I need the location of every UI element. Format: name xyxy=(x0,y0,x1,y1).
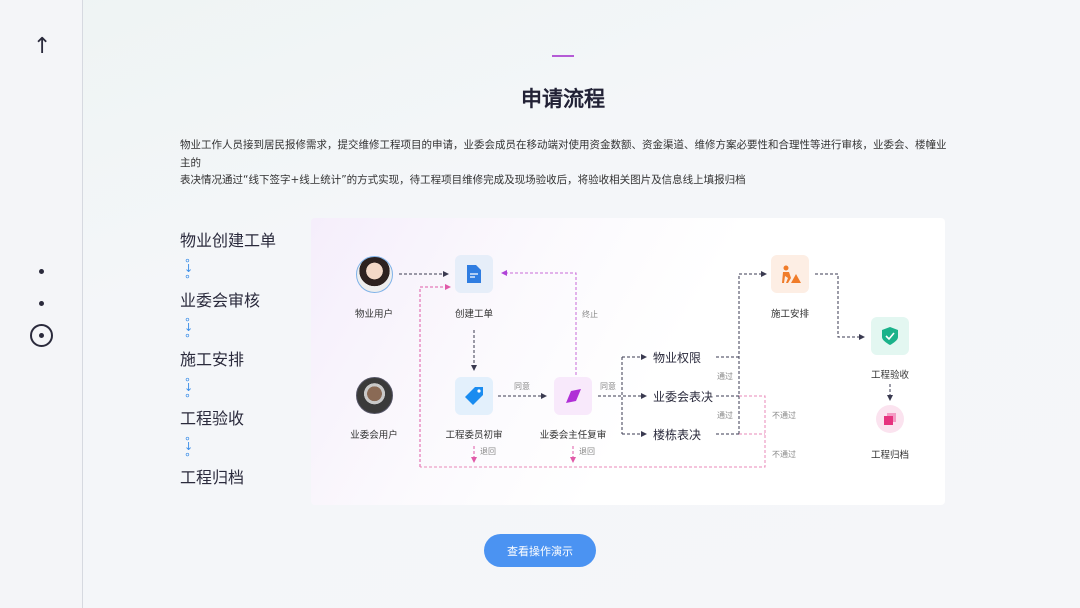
construction-node[interactable] xyxy=(771,255,809,293)
page-title: 申请流程 xyxy=(521,87,605,111)
flow-diagram-card xyxy=(311,218,945,505)
title-accent-bar xyxy=(552,55,574,57)
step-5: 工程归档 xyxy=(180,468,245,487)
construction-label: 施工安排 xyxy=(770,309,809,320)
create-order-label: 创建工单 xyxy=(454,309,493,320)
archive-icon xyxy=(884,413,896,425)
document-icon xyxy=(467,265,481,283)
step-arrow-icon: ∘↓∘ xyxy=(184,373,194,402)
edge-label-terminate: 终止 xyxy=(582,310,598,319)
edge-label-fail: 不通过 xyxy=(772,411,796,420)
step-1: 物业创建工单 xyxy=(180,231,277,250)
page-dot[interactable] xyxy=(39,301,44,306)
branch-committee-vote: 业委会表决 xyxy=(653,390,714,404)
step-arrow-icon: ∘↓∘ xyxy=(184,432,194,461)
property-user-avatar xyxy=(356,256,393,293)
acceptance-node[interactable] xyxy=(871,317,909,355)
edge-label-pass: 通过 xyxy=(717,372,733,381)
committee-user-label: 业委会用户 xyxy=(350,430,398,441)
committee-user-avatar xyxy=(356,377,393,414)
branch-property: 物业权限 xyxy=(653,351,702,365)
first-review-label: 工程委员初审 xyxy=(445,430,503,441)
construction-worker-icon xyxy=(782,265,801,283)
current-page-indicator-icon[interactable] xyxy=(30,324,53,347)
edge-label-return: 退回 xyxy=(579,447,595,456)
step-3: 施工安排 xyxy=(180,350,245,369)
description-line: 物业工作人员接到居民报修需求，提交维修工程项目的申请，业委会成员在移动端对使用资… xyxy=(180,139,947,169)
pen-icon xyxy=(566,389,581,403)
step-4: 工程验收 xyxy=(180,409,245,428)
create-order-node[interactable] xyxy=(455,255,493,293)
view-demo-button[interactable]: 查看操作演示 xyxy=(484,534,596,567)
archive-node[interactable] xyxy=(876,405,904,433)
edge-label-return: 退回 xyxy=(480,447,496,456)
second-review-label: 业委会主任复审 xyxy=(539,430,607,441)
property-user-label: 物业用户 xyxy=(354,309,393,320)
branch-building-vote: 楼栋表决 xyxy=(653,428,702,442)
first-review-node[interactable] xyxy=(455,377,493,415)
edge-label-pass: 通过 xyxy=(717,411,733,420)
step-2: 业委会审核 xyxy=(180,291,261,310)
edge-label-agree: 同意 xyxy=(600,382,616,391)
scroll-up-icon[interactable]: ↑ xyxy=(33,34,52,59)
second-review-node[interactable] xyxy=(554,377,592,415)
archive-label: 工程归档 xyxy=(870,450,909,461)
edge-label-fail: 不通过 xyxy=(772,450,796,459)
description: 物业工作人员接到居民报修需求，提交维修工程项目的申请，业委会成员在移动端对使用资… xyxy=(180,137,950,190)
edge-label-agree: 同意 xyxy=(514,382,530,391)
step-arrow-icon: ∘↓∘ xyxy=(184,254,194,283)
acceptance-label: 工程验收 xyxy=(870,370,909,381)
step-arrow-icon: ∘↓∘ xyxy=(184,313,194,342)
shield-check-icon xyxy=(882,327,898,345)
description-line: 表决情况通过“线下签字+线上统计”的方式实现，待工程项目维修完成及现场验收后，将… xyxy=(180,174,746,186)
page-dot[interactable] xyxy=(39,269,44,274)
tag-icon xyxy=(465,387,483,405)
